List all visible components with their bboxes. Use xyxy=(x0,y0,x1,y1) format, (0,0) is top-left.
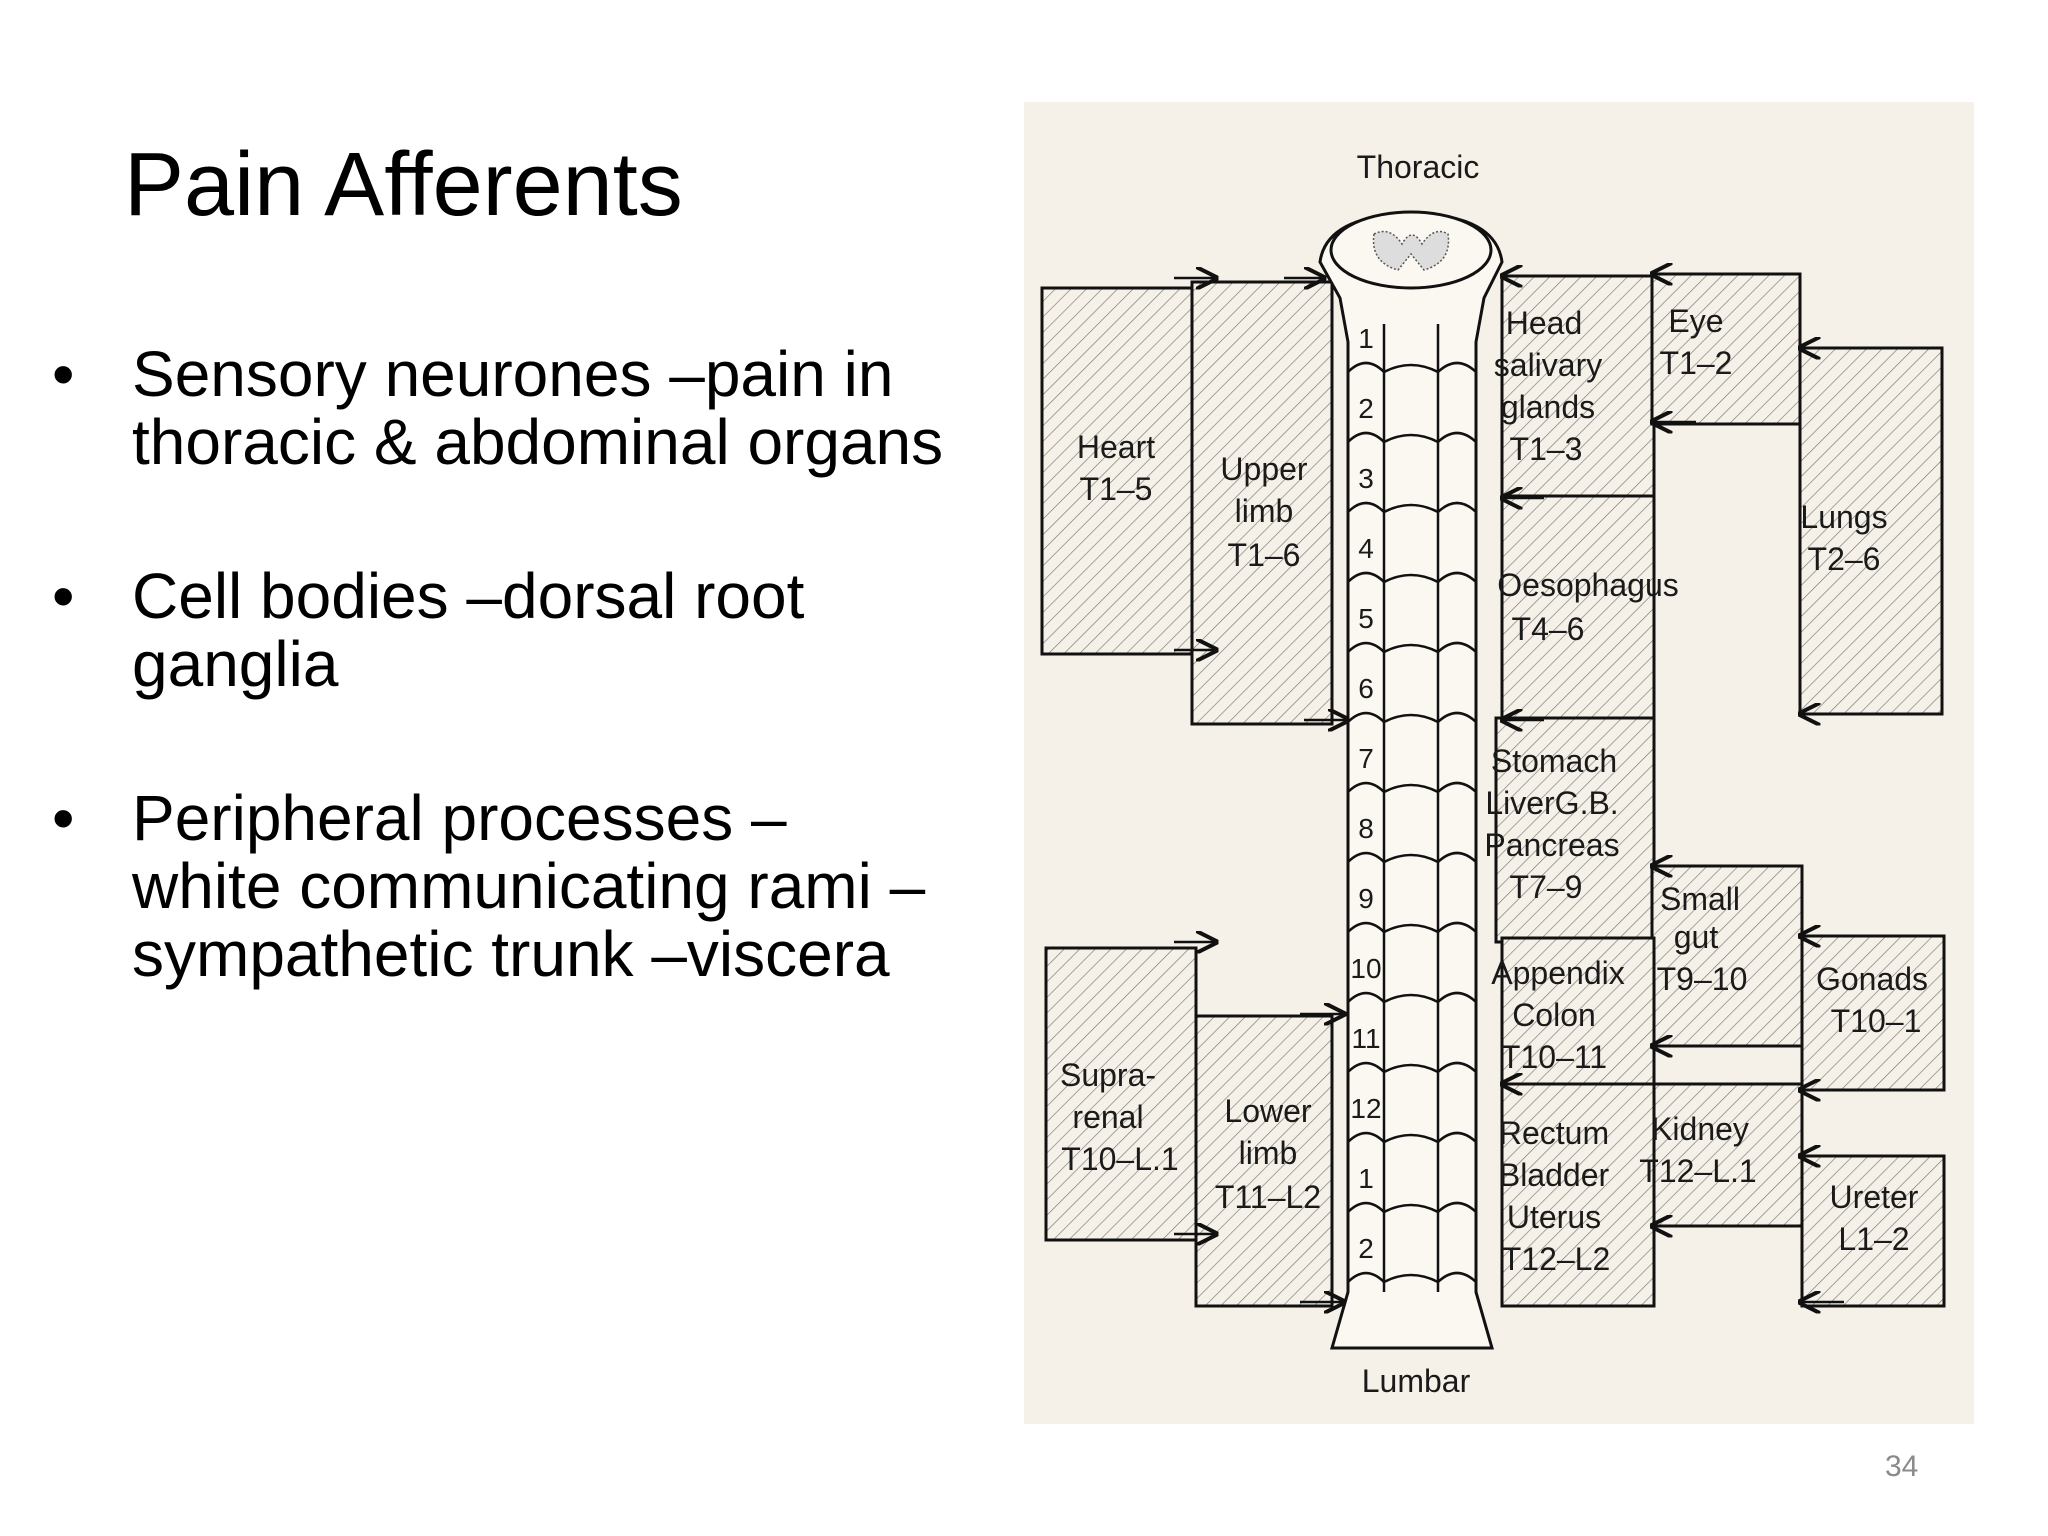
label-head-1: Head xyxy=(1506,305,1583,341)
label-head-2: salivary xyxy=(1494,347,1602,383)
label-heart-name: Heart xyxy=(1077,429,1155,465)
label-eye-1: Eye xyxy=(1668,303,1723,339)
label-rectum-3: Uterus xyxy=(1507,1199,1601,1235)
box-suprarenal xyxy=(1044,946,1198,1242)
label-head-range: T1–3 xyxy=(1510,431,1583,467)
label-upper-limb-1: Upper xyxy=(1220,451,1308,487)
label-stomach-2: LiverG.B. xyxy=(1485,785,1618,821)
label-rectum-2: Bladder xyxy=(1499,1157,1610,1193)
label-lower-limb-range: T11–L2 xyxy=(1215,1179,1321,1215)
label-small-gut-range: T9–10 xyxy=(1657,961,1748,997)
label-stomach-1: Stomach xyxy=(1491,743,1617,779)
bullet-item: Sensory neurones –pain in thoracic & abd… xyxy=(52,340,952,476)
spinal-cord xyxy=(1318,210,1504,1350)
segment-label: 8 xyxy=(1358,813,1374,844)
label-kidney-1: Kidney xyxy=(1651,1111,1749,1147)
box-heart xyxy=(1040,286,1204,656)
label-suprarenal-2: renal xyxy=(1072,1099,1143,1135)
slide-title: Pain Afferents xyxy=(124,135,683,235)
label-small-gut-1: Small xyxy=(1660,881,1740,917)
label-lungs-range: T2–6 xyxy=(1808,541,1881,577)
segment-label: 1 xyxy=(1358,323,1374,354)
label-gonads-range: T10–1 xyxy=(1831,1003,1922,1039)
bullet-list: Sensory neurones –pain in thoracic & abd… xyxy=(52,340,952,1074)
label-gonads-1: Gonads xyxy=(1816,961,1928,997)
box-lungs xyxy=(1798,346,1944,716)
box-oesophagus xyxy=(1500,494,1656,722)
top-label: Thoracic xyxy=(1357,149,1480,185)
label-appendix-range: T10–11 xyxy=(1501,1039,1607,1075)
label-appendix-2: Colon xyxy=(1512,997,1596,1033)
box-rectum xyxy=(1500,1082,1656,1308)
label-stomach-3: Pancreas xyxy=(1484,827,1619,863)
label-lower-limb-2: limb xyxy=(1239,1135,1298,1171)
page-number: 34 xyxy=(1885,1450,1919,1483)
label-eye-range: T1–2 xyxy=(1660,345,1733,381)
segment-label: 7 xyxy=(1358,743,1374,774)
box-gonads xyxy=(1800,934,1946,1092)
box-ureter xyxy=(1800,1154,1946,1308)
bullet-item: Peripheral processes – white communicati… xyxy=(52,784,952,988)
label-rectum-range: T12–L2 xyxy=(1502,1241,1611,1277)
bullet-item: Cell bodies –dorsal root ganglia xyxy=(52,562,952,698)
label-ureter-1: Ureter xyxy=(1830,1179,1919,1215)
segment-label: 3 xyxy=(1358,463,1374,494)
label-head-3: glands xyxy=(1501,389,1595,425)
segment-label: 4 xyxy=(1358,533,1374,564)
label-oesophagus-1: Oesophagus xyxy=(1497,567,1678,603)
segment-label: 2 xyxy=(1358,1233,1374,1264)
spinal-segment-diagram: 1 2 3 4 5 6 7 8 9 10 11 12 1 2 Thoracic … xyxy=(1024,102,1974,1424)
box-lower-limb xyxy=(1194,1014,1334,1308)
label-stomach-range: T7–9 xyxy=(1510,869,1583,905)
bottom-label: Lumbar xyxy=(1362,1363,1471,1399)
label-lungs-1: Lungs xyxy=(1800,499,1887,535)
label-oesophagus-range: T4–6 xyxy=(1512,611,1585,647)
box-appendix xyxy=(1500,936,1656,1088)
label-appendix-1: Appendix xyxy=(1491,955,1624,991)
label-kidney-range: T12–L.1 xyxy=(1639,1153,1756,1189)
segment-label: 12 xyxy=(1350,1093,1381,1124)
label-small-gut-2: gut xyxy=(1674,919,1719,955)
box-eye xyxy=(1650,272,1802,426)
diagram-svg: 1 2 3 4 5 6 7 8 9 10 11 12 1 2 Thoracic … xyxy=(1040,149,1946,1399)
label-heart-range: T1–5 xyxy=(1080,471,1153,507)
segment-label: 5 xyxy=(1358,603,1374,634)
segment-label: 10 xyxy=(1350,953,1381,984)
segment-label: 9 xyxy=(1358,883,1374,914)
label-upper-limb-2: limb xyxy=(1235,493,1294,529)
segment-label: 6 xyxy=(1358,673,1374,704)
segment-label: 11 xyxy=(1351,1023,1380,1054)
label-suprarenal-range: T10–L.1 xyxy=(1061,1141,1178,1177)
label-ureter-range: L1–2 xyxy=(1838,1221,1909,1257)
segment-label: 2 xyxy=(1358,393,1374,424)
label-upper-limb-range: T1–6 xyxy=(1228,537,1301,573)
label-lower-limb-1: Lower xyxy=(1224,1093,1312,1129)
segment-label: 1 xyxy=(1358,1163,1374,1194)
label-suprarenal-1: Supra- xyxy=(1060,1057,1156,1093)
label-rectum-1: Rectum xyxy=(1499,1115,1609,1151)
